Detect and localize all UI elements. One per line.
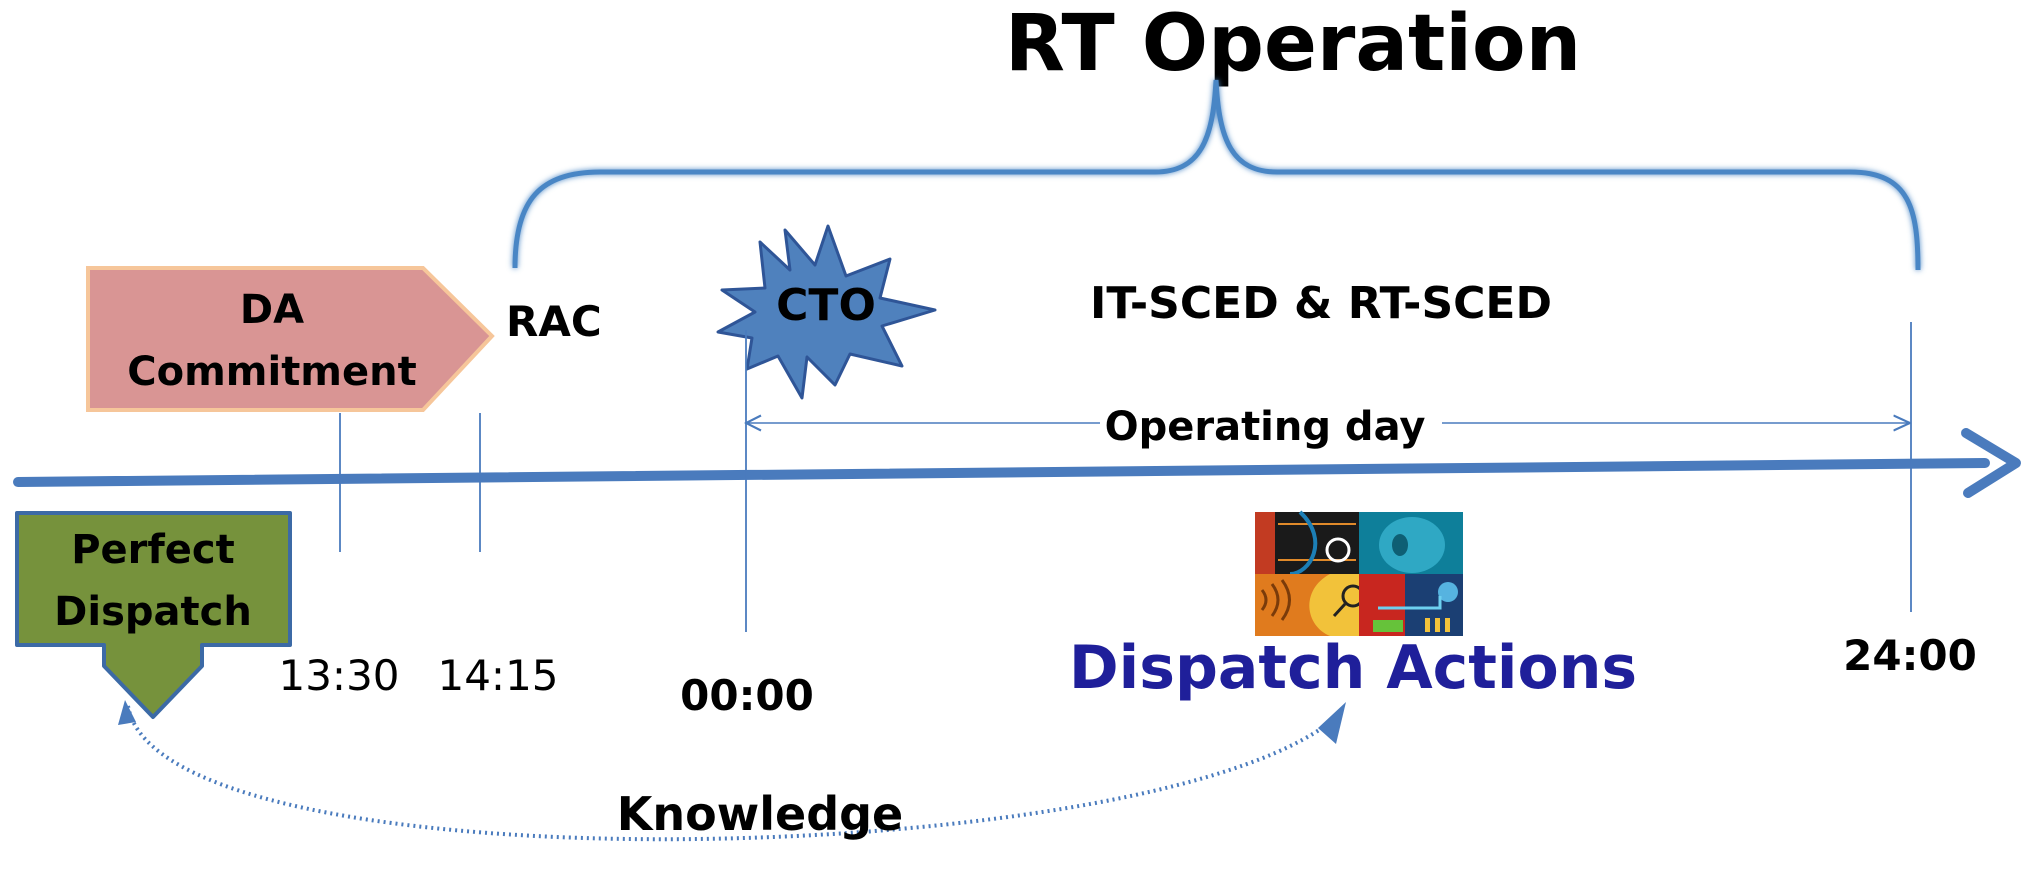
dispatch-actions-label: Dispatch Actions	[1069, 633, 1637, 703]
time-1330: 13:30	[278, 651, 399, 700]
dispatch-actions-image	[1255, 510, 1463, 636]
time-2400: 24:00	[1843, 631, 1977, 680]
rac-label: RAC	[506, 297, 602, 346]
operating-day-label: Operating day	[1105, 404, 1426, 450]
da-commitment-shape	[86, 266, 495, 412]
cto-starburst	[716, 224, 937, 400]
perfect-dispatch-line2: Dispatch	[54, 589, 252, 635]
knowledge-arrowhead-start	[118, 700, 136, 725]
sced-label: IT-SCED & RT-SCED	[1090, 278, 1552, 329]
perfect-dispatch-line1: Perfect	[71, 527, 235, 573]
perfect-dispatch-callout	[15, 511, 292, 719]
knowledge-arrowhead-end	[1318, 702, 1346, 744]
da-commitment-line2: Commitment	[127, 349, 416, 395]
knowledge-label: Knowledge	[617, 787, 904, 841]
knowledge-arrow	[126, 705, 1344, 842]
cto-label: CTO	[776, 280, 876, 331]
rt-operation-brace	[512, 79, 1921, 271]
da-commitment-line1: DA	[240, 287, 304, 333]
timeline-arrowhead	[1961, 428, 2021, 498]
timeline-axis	[13, 458, 1990, 487]
time-1415: 14:15	[437, 651, 558, 700]
diagram-title: RT Operation	[1005, 0, 1581, 89]
time-0000: 00:00	[680, 671, 814, 720]
